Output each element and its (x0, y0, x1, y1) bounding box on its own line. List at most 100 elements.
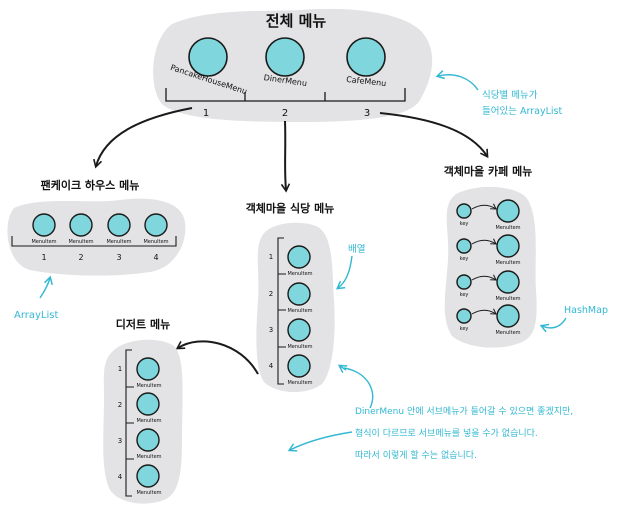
diner-index-4: 4 (269, 362, 274, 370)
note-array: 배열 (348, 244, 365, 255)
note-menus-line2: 들어있는 ArrayList (482, 105, 562, 117)
cafe-menuitem-label-2: MenuItem (495, 260, 520, 266)
diner-array-bracket (277, 237, 284, 385)
note-menus-line1: 식당별 메뉴가 (482, 90, 538, 101)
cafe-menuitem-label-3: MenuItem (495, 296, 520, 302)
diner-menuitem-4 (287, 354, 311, 378)
dessert-index-4: 4 (118, 473, 123, 481)
cafe-mapping-arrow-3 (471, 274, 497, 281)
cafe-menu-label: CafeMenu (346, 75, 387, 88)
cafe-key-label-3: key (460, 292, 469, 298)
pancake-menuitem-3 (107, 213, 131, 237)
diner-title: 객체마을 식당 메뉴 (246, 201, 335, 215)
cafe-key-label-4: key (460, 326, 469, 332)
all-menus-index-1: 1 (203, 108, 209, 119)
pancake-menuitem-label-1: MenuItem (31, 239, 56, 245)
diner-menuitem-2 (287, 282, 311, 306)
cafe-menuitem-3 (496, 270, 520, 294)
pancake-menuitem-label-4: MenuItem (143, 239, 168, 245)
arrow-to-diner (280, 120, 291, 193)
dessert-title: 디저트 메뉴 (116, 317, 170, 331)
pancake-blob (7, 198, 186, 276)
arrow-to-cafe (379, 112, 489, 159)
note-bottom-line2: 형식이 다르므로 서브메뉴를 넣을 수가 없습니다. (355, 428, 538, 439)
cafe-items: keyMenuItemkeyMenuItemkeyMenuItemkeyMenu… (456, 199, 521, 336)
note-menus-arrow (435, 70, 479, 91)
pancake-menu-node (188, 37, 228, 77)
pancake-title: 팬케이크 하우스 메뉴 (41, 178, 140, 192)
dessert-menuitem-label-1: MenuItem (136, 383, 161, 389)
all-menus-list-bracket (165, 88, 406, 102)
pancake-menuitem-4 (144, 213, 168, 237)
cafe-menuitem-label-4: MenuItem (495, 330, 520, 336)
diner-index-2: 2 (269, 290, 273, 298)
note-bottom-line3: 따라서 이렇게 할 수는 없습니다. (355, 450, 477, 461)
pancake-index-1: 1 (41, 253, 46, 262)
diner-index-3: 3 (269, 326, 273, 334)
dessert-menuitem-label-3: MenuItem (136, 454, 161, 460)
pancake-menuitem-1 (32, 213, 56, 237)
note-bottom-line1: DinerMenu 안에 서브메뉴가 들어갈 수 있으면 좋겠지만, (355, 405, 573, 417)
dessert-menuitem-2 (136, 392, 160, 416)
note-bottom-arrow-left (287, 431, 353, 452)
diner-menuitem-label-2: MenuItem (287, 308, 312, 314)
dessert-index-1: 1 (118, 365, 122, 373)
pancake-list-bracket (11, 236, 177, 247)
arrow-diner-to-dessert (175, 340, 259, 375)
diner-group: 객체마을 식당 메뉴 MenuItemMenuItemMenuItemMenuI… (246, 201, 335, 393)
cafe-group: 객체마을 카페 메뉴 keyMenuItemkeyMenuItemkeyMenu… (444, 164, 537, 348)
diner-menuitem-1 (287, 245, 311, 269)
dessert-menuitem-1 (136, 357, 160, 381)
pancake-index-3: 3 (116, 253, 121, 262)
cafe-key-4 (456, 308, 472, 324)
diner-array-dividers (278, 273, 286, 348)
all-menus-index-3: 3 (364, 108, 370, 119)
pancake-menuitem-label-2: MenuItem (68, 239, 93, 245)
all-menus-title: 전체 메뉴 (266, 12, 327, 30)
diner-menuitem-3 (287, 318, 311, 342)
dessert-menuitem-4 (136, 464, 160, 488)
pancake-items: MenuItem MenuItem MenuItem MenuItem (31, 213, 169, 245)
pancake-menuitem-label-3: MenuItem (106, 239, 131, 245)
pancake-index-2: 2 (78, 253, 83, 262)
dessert-blob (103, 339, 183, 504)
diner-blob (256, 222, 335, 393)
cafe-key-label-1: key (460, 221, 469, 227)
cafe-menuitem-4 (496, 304, 520, 328)
dessert-index-2: 2 (118, 401, 122, 409)
dessert-menuitem-label-2: MenuItem (136, 418, 161, 424)
pancake-index-4: 4 (153, 253, 158, 262)
pancake-menuitem-2 (69, 213, 93, 237)
cafe-key-label-2: key (460, 256, 469, 262)
dessert-array-dividers (126, 386, 134, 460)
diner-menuitem-label-1: MenuItem (287, 271, 312, 277)
diner-menuitem-label-3: MenuItem (287, 344, 312, 350)
note-hashmap-arrow (539, 317, 567, 333)
dessert-index-3: 3 (118, 437, 122, 445)
arrow-to-pancake (93, 107, 193, 169)
cafe-mapping-arrow-2 (471, 238, 497, 245)
cafe-key-3 (456, 274, 472, 290)
diner-menu-node (265, 37, 305, 77)
all-menus-index-2: 2 (282, 108, 288, 119)
cafe-title: 객체마을 카페 메뉴 (444, 164, 533, 178)
diner-menuitem-label-4: MenuItem (287, 380, 312, 386)
note-arraylist: ArrayList (14, 310, 58, 321)
cafe-key-2 (456, 238, 472, 254)
note-array-arrow (335, 255, 353, 290)
cafe-key-1 (456, 203, 472, 219)
cafe-menuitem-1 (496, 199, 520, 223)
dessert-menuitem-3 (136, 428, 160, 452)
cafe-menuitem-label-1: MenuItem (495, 225, 520, 231)
cafe-mapping-arrow-1 (471, 203, 497, 210)
note-arraylist-arrow (39, 275, 53, 299)
cafe-menuitem-2 (496, 234, 520, 258)
cafe-mapping-arrow-4 (471, 308, 497, 315)
note-bottom-arrow-up (337, 364, 348, 373)
note-bottom-arrow-curve (343, 367, 374, 409)
